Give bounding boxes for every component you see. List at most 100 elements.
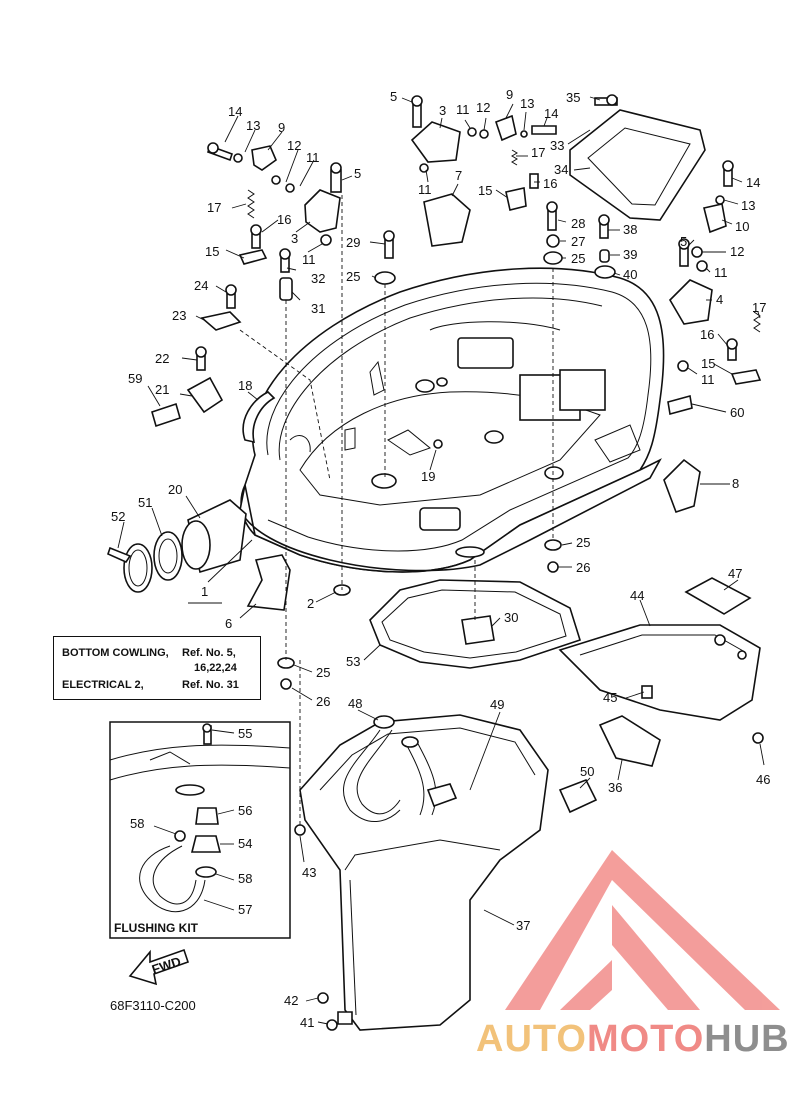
callout-12: 12 — [476, 100, 490, 115]
support-bracket — [558, 577, 764, 814]
callout-36: 36 — [608, 780, 622, 795]
callout-51: 51 — [138, 495, 152, 510]
callout-59: 59 — [128, 371, 142, 386]
callout-26: 26 — [316, 694, 330, 709]
callout-46: 46 — [756, 772, 770, 787]
callout-53: 53 — [346, 654, 360, 669]
callout-37: 37 — [516, 918, 530, 933]
callout-28: 28 — [571, 216, 585, 231]
ref-row3-name: ELECTRICAL 2, — [62, 679, 144, 691]
callout-9: 9 — [506, 87, 513, 102]
bottom-cowling — [239, 267, 665, 573]
callout-11: 11 — [302, 252, 316, 267]
callout-16: 16 — [277, 212, 291, 227]
callout-56: 56 — [238, 803, 252, 818]
callout-13: 13 — [520, 96, 534, 111]
callout-58: 58 — [238, 871, 252, 886]
callout-13: 13 — [246, 118, 260, 133]
callout-1: 1 — [201, 584, 208, 599]
callout-17: 17 — [752, 300, 766, 315]
callout-15: 15 — [701, 356, 715, 371]
callout-5: 5 — [390, 89, 397, 104]
lower-apron — [277, 657, 549, 1031]
watermark-part-moto: MOTO — [586, 1018, 705, 1060]
callout-38: 38 — [623, 222, 637, 237]
callout-54: 54 — [238, 836, 252, 851]
ref-row1-name: BOTTOM COWLING, — [62, 647, 169, 659]
callout-23: 23 — [172, 308, 186, 323]
callout-16: 16 — [543, 176, 557, 191]
callout-18: 18 — [238, 378, 252, 393]
callout-32: 32 — [311, 271, 325, 286]
callout-19: 19 — [421, 469, 435, 484]
cable-grommet-assembly — [107, 499, 247, 593]
callout-10: 10 — [735, 219, 749, 234]
callout-41: 41 — [300, 1015, 314, 1030]
callout-3: 3 — [291, 231, 298, 246]
callout-55: 55 — [238, 726, 252, 741]
callout-48: 48 — [348, 696, 362, 711]
callout-14: 14 — [746, 175, 760, 190]
callout-47: 47 — [728, 566, 742, 581]
callout-34: 34 — [554, 162, 568, 177]
callout-12: 12 — [287, 138, 301, 153]
callout-27: 27 — [571, 234, 585, 249]
watermark-wordmark: AUTOMOTOHUB — [476, 1018, 790, 1061]
callout-25: 25 — [346, 269, 360, 284]
callout-58: 58 — [130, 816, 144, 831]
reference-note-box: BOTTOM COWLING, Ref. No. 5, 16,22,24 ELE… — [53, 636, 261, 700]
callout-11: 11 — [418, 182, 432, 197]
diagram-code: 68F3110-C200 — [110, 998, 196, 1013]
flushing-kit-title: FLUSHING KIT — [114, 921, 198, 935]
fwd-direction-arrow: FWD — [128, 948, 190, 986]
callout-numbers: 14 13 9 12 11 5 17 16 3 11 15 24 32 3 1 2… — [111, 87, 770, 1030]
callout-22: 22 — [155, 351, 169, 366]
callout-29: 29 — [346, 235, 360, 250]
callout-49: 49 — [490, 697, 504, 712]
callout-5: 5 — [680, 234, 687, 249]
callout-12: 12 — [730, 244, 744, 259]
callout-11: 11 — [306, 150, 320, 165]
callout-20: 20 — [168, 482, 182, 497]
callout-33: 33 — [550, 138, 564, 153]
ref-row2-ref: 16,22,24 — [194, 662, 237, 674]
callout-14: 14 — [544, 106, 558, 121]
callout-15: 15 — [205, 244, 219, 259]
callout-50: 50 — [580, 764, 594, 779]
callout-35: 35 — [566, 90, 580, 105]
leader-lines — [117, 96, 765, 1025]
callout-11: 11 — [701, 372, 715, 387]
callout-21: 21 — [155, 382, 169, 397]
callout-42: 42 — [284, 993, 298, 1008]
callout-25: 25 — [316, 665, 330, 680]
flushing-kit-inset — [109, 721, 291, 939]
callout-15: 15 — [478, 183, 492, 198]
upper-center-fasteners — [410, 94, 706, 279]
callout-39: 39 — [623, 247, 637, 262]
callout-17: 17 — [207, 200, 221, 215]
callout-26: 26 — [576, 560, 590, 575]
upper-left-fasteners — [151, 142, 396, 444]
callout-24: 24 — [194, 278, 208, 293]
callout-60: 60 — [730, 405, 744, 420]
callout-17: 17 — [531, 145, 545, 160]
callout-8: 8 — [732, 476, 739, 491]
callout-5: 5 — [354, 166, 361, 181]
watermark-part-hub: HUB — [704, 1018, 790, 1060]
callout-3: 3 — [439, 103, 446, 118]
callout-30: 30 — [504, 610, 518, 625]
callout-14: 14 — [228, 104, 242, 119]
ref-row1-ref: Ref. No. 5, — [182, 647, 236, 659]
callout-13: 13 — [741, 198, 755, 213]
callout-25: 25 — [576, 535, 590, 550]
callout-16: 16 — [700, 327, 714, 342]
callout-7: 7 — [455, 168, 462, 183]
upper-right-fasteners — [433, 160, 762, 514]
callout-45: 45 — [603, 690, 617, 705]
callout-25: 25 — [571, 251, 585, 266]
callout-9: 9 — [278, 120, 285, 135]
callout-2: 2 — [307, 596, 314, 611]
callout-57: 57 — [238, 902, 252, 917]
callout-43: 43 — [302, 865, 316, 880]
